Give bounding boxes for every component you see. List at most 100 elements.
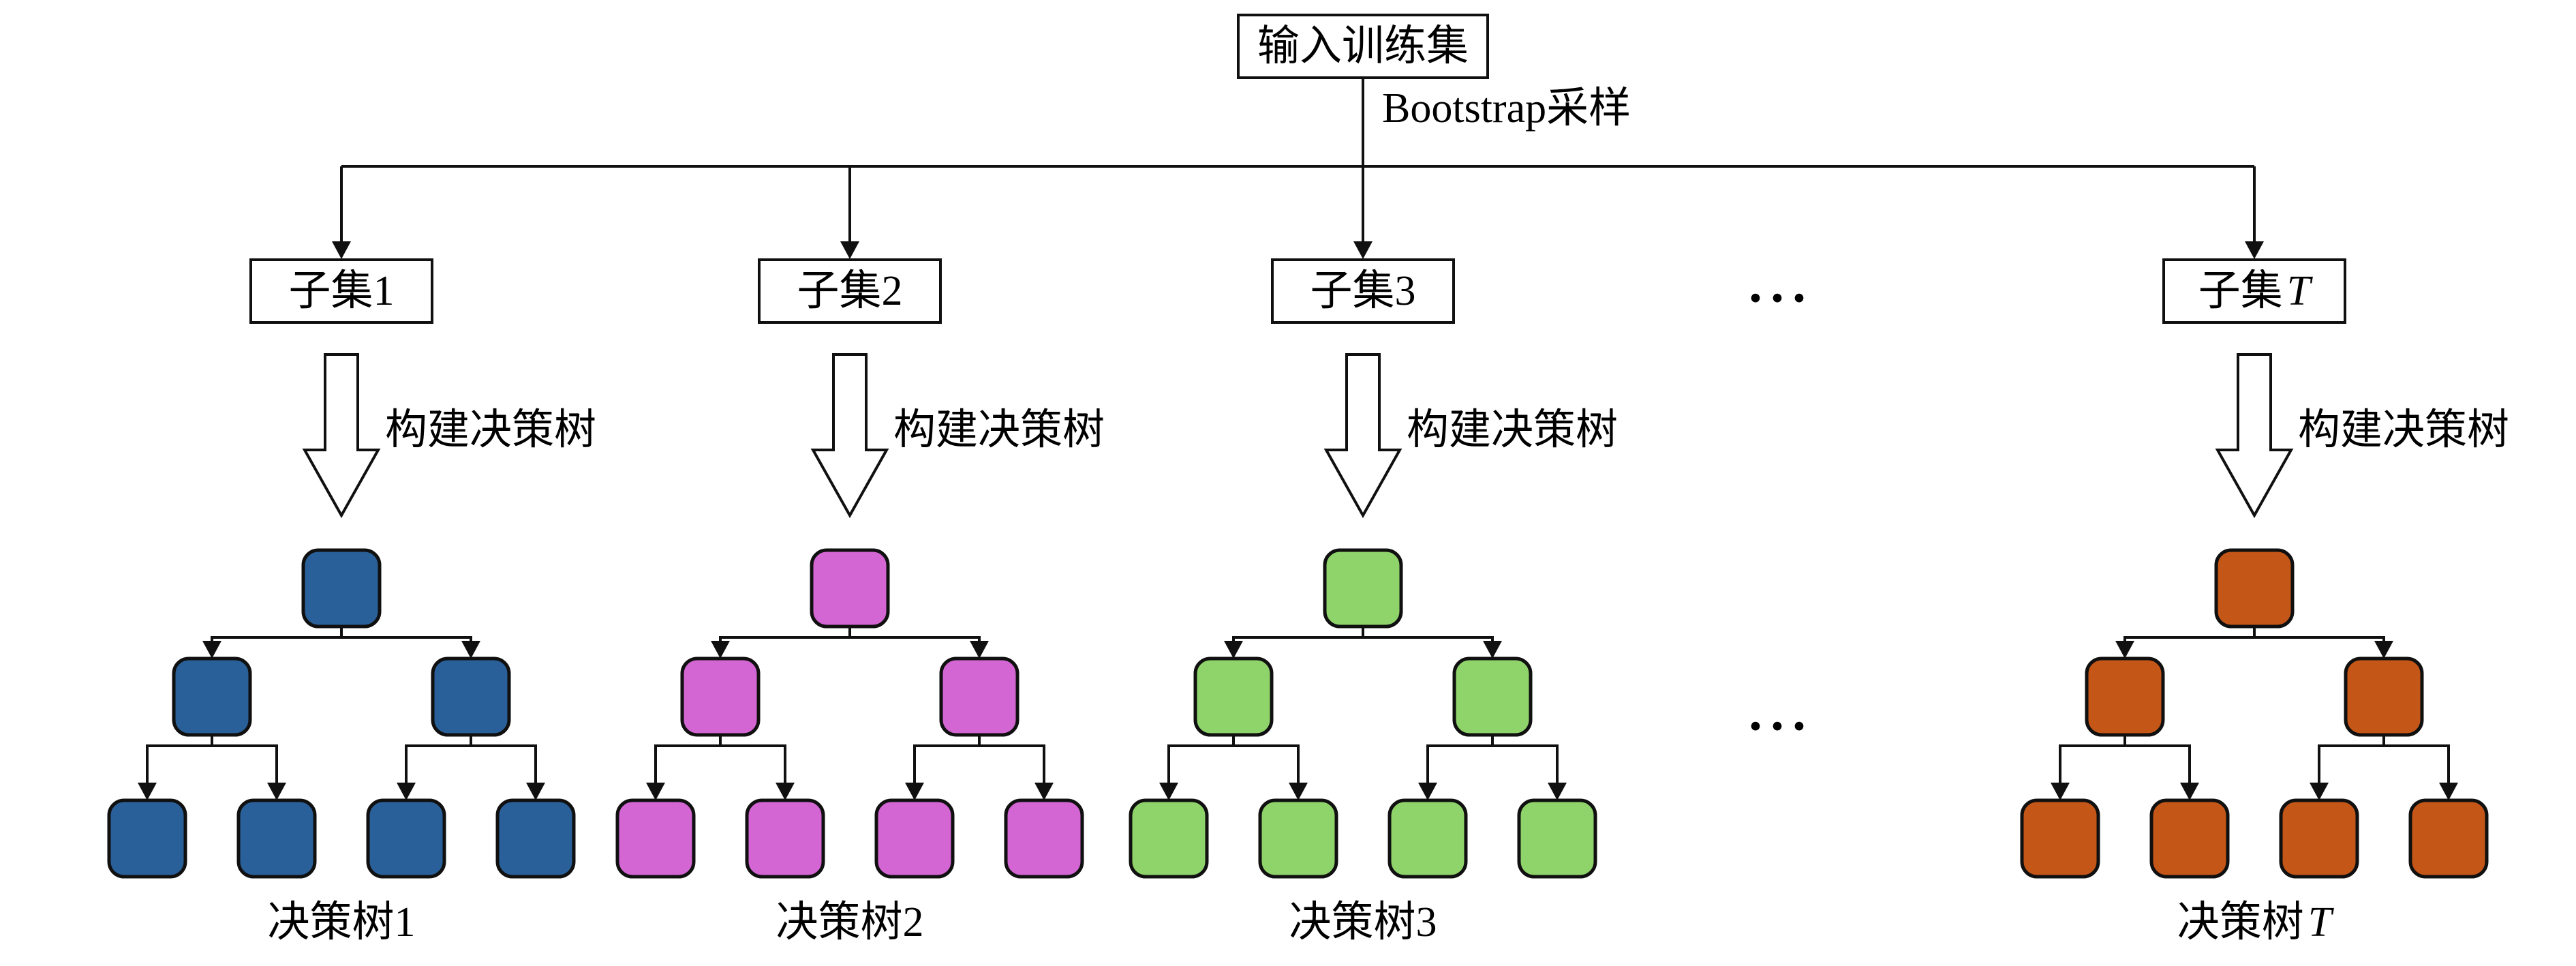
tree-edge bbox=[719, 735, 786, 784]
tree-edge bbox=[146, 735, 213, 784]
arrowhead bbox=[1353, 241, 1373, 259]
build-tree-label-3: 构建决策树 bbox=[1407, 407, 1619, 453]
arrowhead bbox=[970, 641, 989, 659]
tree-node bbox=[2344, 656, 2424, 737]
arrowhead bbox=[461, 641, 480, 659]
subset-row-ellipsis: ··· bbox=[1746, 268, 1813, 327]
arrowhead bbox=[1289, 783, 1308, 800]
tree-edge bbox=[1426, 735, 1494, 784]
tree-caption-label: 决策树 bbox=[2177, 899, 2304, 946]
arrowhead bbox=[776, 783, 795, 800]
tree-node bbox=[1452, 656, 1533, 737]
subset-label: 子集 bbox=[2198, 268, 2283, 314]
build-arrow bbox=[810, 353, 889, 519]
tree-node bbox=[495, 798, 576, 879]
tree-edge bbox=[211, 627, 343, 642]
tree-node bbox=[745, 798, 825, 879]
arrowhead bbox=[1548, 783, 1567, 800]
arrowhead bbox=[1034, 783, 1054, 800]
tree-edge bbox=[1232, 627, 1364, 642]
arrowhead bbox=[1483, 641, 1502, 659]
tree-caption-index: 2 bbox=[902, 899, 924, 946]
arrowhead bbox=[711, 641, 730, 659]
build-arrow bbox=[2215, 353, 2294, 519]
tree-node bbox=[431, 656, 511, 737]
arrowhead bbox=[397, 783, 416, 800]
tree-node bbox=[1129, 798, 1209, 879]
tree-node bbox=[366, 798, 446, 879]
tree-edge bbox=[340, 627, 472, 642]
arrowhead bbox=[646, 783, 665, 800]
subset-index: 1 bbox=[373, 268, 395, 314]
arrowhead bbox=[1159, 783, 1178, 800]
tree-node bbox=[874, 798, 955, 879]
tree-caption-2: 决策树2 bbox=[776, 901, 923, 944]
tree-caption-1: 决策树1 bbox=[267, 901, 415, 944]
build-arrow bbox=[1323, 353, 1402, 519]
arrowhead bbox=[840, 241, 859, 259]
tree-node bbox=[1387, 798, 1468, 879]
tree-node bbox=[939, 656, 1019, 737]
arrowhead bbox=[905, 783, 924, 800]
arrowhead bbox=[526, 783, 545, 800]
tree-edge bbox=[2382, 735, 2450, 784]
input-training-set-label: 输入训练集 bbox=[1257, 23, 1469, 70]
tree-node bbox=[2020, 798, 2100, 879]
build-tree-label-2: 构建决策树 bbox=[893, 407, 1105, 453]
tree-edge bbox=[1167, 735, 1235, 784]
tree-node bbox=[301, 548, 382, 629]
subset-index: 3 bbox=[1394, 268, 1416, 314]
tree-edge bbox=[1232, 735, 1300, 784]
tree-row-ellipsis: ··· bbox=[1746, 696, 1813, 755]
tree-node bbox=[2085, 656, 2165, 737]
tree-node bbox=[1323, 548, 1403, 629]
tree-node bbox=[2149, 798, 2230, 879]
arrowhead bbox=[2245, 241, 2264, 259]
tree-node bbox=[172, 656, 252, 737]
arrowhead bbox=[2180, 783, 2199, 800]
tree-node bbox=[615, 798, 696, 879]
tree-edge bbox=[2253, 627, 2385, 642]
tree-node bbox=[107, 798, 187, 879]
build-arrow bbox=[302, 353, 381, 519]
tree-node bbox=[810, 548, 890, 629]
tree-node bbox=[1258, 798, 1338, 879]
subset-label: 子集 bbox=[1310, 268, 1395, 314]
tree-node bbox=[1004, 798, 1084, 879]
subset-index: T bbox=[2286, 268, 2311, 314]
tree-caption-label: 决策树 bbox=[776, 899, 903, 946]
tree-edge bbox=[470, 735, 537, 784]
arrowhead bbox=[2115, 641, 2134, 659]
tree-caption-3: 决策树3 bbox=[1289, 901, 1437, 944]
bootstrap-sampling-label: Bootstrap采样 bbox=[1382, 85, 1631, 132]
tree-caption-index: 1 bbox=[394, 899, 416, 946]
tree-edge bbox=[1362, 627, 1494, 642]
subset-label: 子集 bbox=[288, 268, 373, 314]
arrowhead bbox=[267, 783, 286, 800]
tree-edge bbox=[719, 627, 851, 642]
tree-node bbox=[2279, 798, 2359, 879]
arrowhead bbox=[202, 641, 221, 659]
tree-caption-index: 3 bbox=[1415, 899, 1437, 946]
arrowhead bbox=[2051, 783, 2070, 800]
tree-node bbox=[236, 798, 317, 879]
build-tree-label-1: 构建决策树 bbox=[385, 407, 597, 453]
arrowhead bbox=[1224, 641, 1243, 659]
arrowhead bbox=[2439, 783, 2458, 800]
tree-edge bbox=[1491, 735, 1559, 784]
subset-label: 子集 bbox=[797, 268, 882, 314]
arrowhead bbox=[2374, 641, 2393, 659]
tree-caption-index: T bbox=[2307, 899, 2332, 946]
tree-caption-label: 决策树 bbox=[267, 899, 395, 946]
tree-edge bbox=[2123, 627, 2256, 642]
arrowhead bbox=[138, 783, 157, 800]
tree-node bbox=[1517, 798, 1597, 879]
subset-index: 2 bbox=[881, 268, 903, 314]
tree-edge bbox=[978, 735, 1045, 784]
